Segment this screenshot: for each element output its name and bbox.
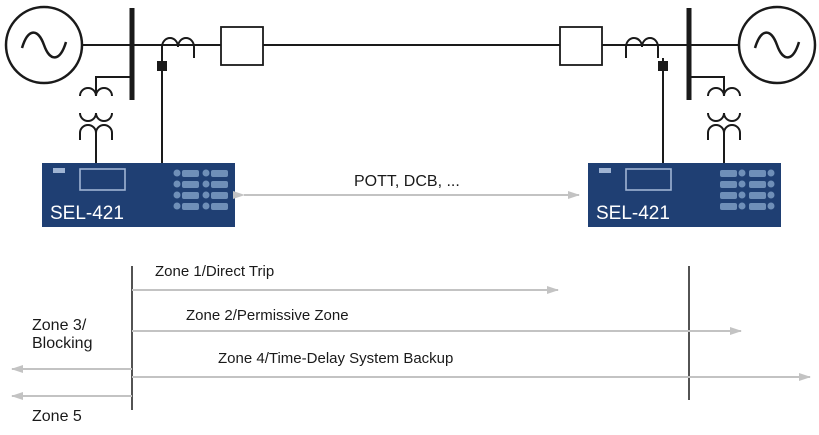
right-relay-model: SEL-421 — [596, 203, 670, 224]
left-ct-icon — [161, 37, 195, 58]
right-relay: SEL-421 — [588, 163, 781, 227]
left-relay-buttons — [173, 169, 228, 210]
right-ct-terminal — [658, 61, 668, 71]
zone5-label: Zone 5 — [32, 408, 82, 425]
right-generator-icon — [737, 5, 817, 85]
zone3-label-line1: Zone 3/ — [32, 317, 87, 334]
zone1-label: Zone 1/Direct Trip — [155, 263, 274, 280]
zone2-label: Zone 2/Permissive Zone — [186, 307, 349, 324]
right-ct-icon — [625, 37, 659, 58]
right-breaker-icon — [559, 26, 603, 66]
zone4-label: Zone 4/Time-Delay System Backup — [218, 350, 453, 367]
left-relay-display — [79, 168, 126, 191]
right-relay-display — [625, 168, 672, 191]
right-relay-port-icon — [599, 168, 611, 173]
left-relay-port-icon — [53, 168, 65, 173]
zone3-label-line2: Blocking — [32, 335, 92, 352]
left-pt-icon — [79, 76, 132, 163]
left-ct-terminal — [157, 61, 167, 71]
left-relay: SEL-421 — [42, 163, 235, 227]
left-relay-model: SEL-421 — [50, 203, 124, 224]
comm-scheme-label: POTT, DCB, ... — [354, 173, 460, 190]
right-relay-buttons — [720, 169, 775, 210]
right-pt-icon — [689, 76, 741, 163]
left-breaker-icon — [220, 26, 264, 66]
left-generator-icon — [4, 5, 84, 85]
